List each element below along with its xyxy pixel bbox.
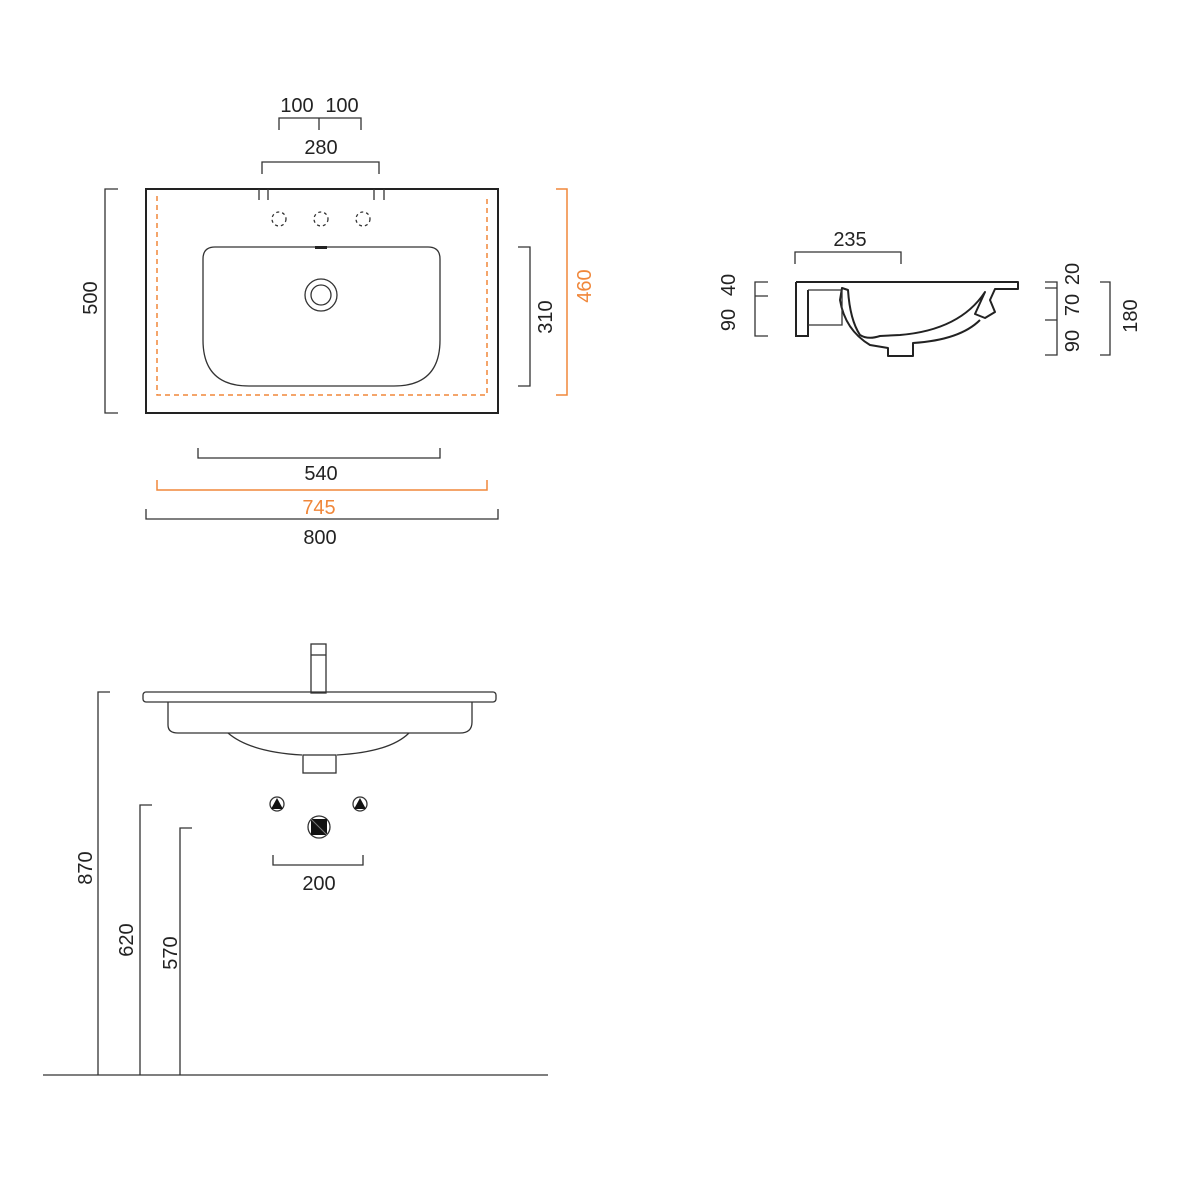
dim-label: 870 <box>75 851 97 884</box>
dim-label: 100 <box>280 95 313 117</box>
dim-235 <box>794 251 902 264</box>
dim-label: 745 <box>302 497 335 519</box>
elevation-view: 200 870 620 570 <box>43 643 548 1076</box>
faucet <box>310 643 327 694</box>
dim-label: 540 <box>304 463 337 485</box>
dim-870 <box>97 691 110 1075</box>
dim-label: 800 <box>303 527 336 549</box>
dim-500 <box>104 188 118 414</box>
dim-460 <box>556 188 568 396</box>
dim-label: 620 <box>116 923 138 956</box>
dim-800 <box>145 509 499 520</box>
dim-label: 70 <box>1062 294 1084 316</box>
bowl-outline <box>202 246 441 387</box>
dim-540 <box>197 448 441 459</box>
overflow <box>315 246 327 249</box>
dim-label: 180 <box>1120 299 1142 332</box>
dim-100-100 <box>278 117 362 130</box>
drain-outer <box>304 278 338 312</box>
dim-180 <box>1100 281 1111 356</box>
section-leg <box>795 282 809 337</box>
dim-label: 235 <box>833 229 866 251</box>
dim-label: 100 <box>325 95 358 117</box>
waste-outlet <box>302 754 337 774</box>
section-view: 235 40 90 20 70 90 180 <box>718 229 1142 357</box>
dim-left-stack <box>754 281 768 337</box>
dim-label: 20 <box>1062 263 1084 285</box>
section-profile <box>796 281 1019 357</box>
dim-right-stack <box>1045 281 1058 356</box>
bowl-front <box>167 702 473 734</box>
dim-745 <box>156 480 488 491</box>
dim-label: 200 <box>302 873 335 895</box>
supply-left-icon <box>269 796 285 812</box>
dim-label: 310 <box>535 300 557 333</box>
dim-label: 90 <box>718 309 740 331</box>
cutout-outline <box>156 196 488 396</box>
dim-label: 90 <box>1062 330 1084 352</box>
dim-200 <box>272 855 364 866</box>
rim <box>142 691 497 703</box>
supply-right-icon <box>352 796 368 812</box>
tap-hole-right <box>355 211 371 227</box>
dim-label: 460 <box>574 269 596 302</box>
dim-310 <box>518 246 531 387</box>
drain-inner <box>310 284 332 306</box>
top-view: 100 100 280 500 310 460 540 745 800 <box>80 95 596 549</box>
basin-outline <box>145 188 499 414</box>
tap-hole-center <box>313 211 329 227</box>
dim-620 <box>139 804 152 1075</box>
dim-label: 280 <box>304 137 337 159</box>
tap-hole-left <box>271 211 287 227</box>
dim-label: 500 <box>80 281 102 314</box>
dim-280 <box>261 161 380 174</box>
dim-label: 40 <box>718 274 740 296</box>
waste-icon <box>307 815 331 839</box>
dim-label: 570 <box>160 936 182 969</box>
dim-570 <box>179 827 192 1075</box>
